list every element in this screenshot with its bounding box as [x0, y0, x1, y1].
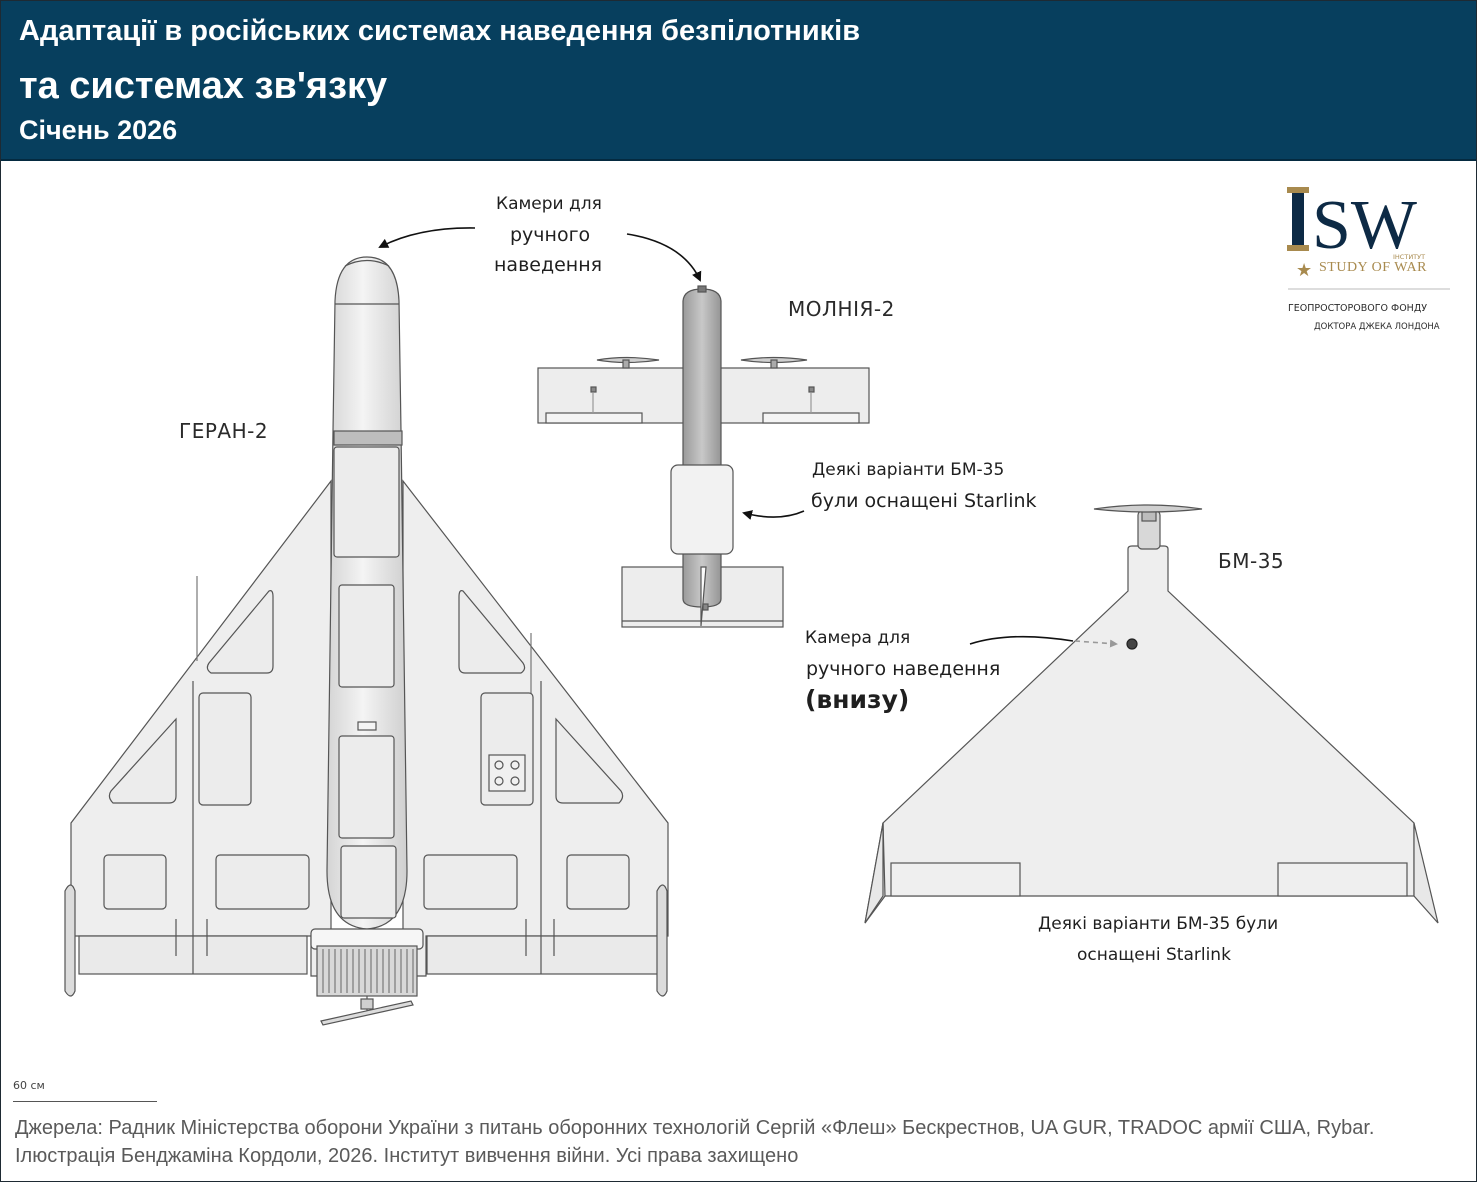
- label-bm-35: БМ-35: [1218, 549, 1285, 573]
- bm35-wing: [882, 545, 1415, 897]
- camera-caption-line-3: (внизу): [805, 685, 910, 714]
- cameras-caption-line-1: Камери для: [496, 194, 602, 214]
- title-line-2: та системах зв'язку: [19, 65, 388, 107]
- molniya-2-drone: [537, 285, 870, 628]
- scale-bar: [13, 1101, 157, 1102]
- title-line-1: Адаптації в російських системах наведенн…: [19, 15, 861, 47]
- isw-fund-line-2: ДОКТОРА ДЖЕКА ЛОНДОНА: [1314, 322, 1440, 332]
- starlink-caption-line-2: були оснащені Starlink: [811, 490, 1037, 512]
- isw-study-of-war: STUDY OF WAR: [1319, 260, 1427, 275]
- bottom-starlink-line-1: Деякі варіанти БМ-35 були: [1038, 914, 1279, 934]
- arrow-to-molniya-camera: [626, 233, 702, 282]
- cameras-caption-line-2: ручного: [510, 224, 591, 246]
- star-icon: ★: [1296, 260, 1312, 281]
- annotation-arrows: [378, 227, 1118, 648]
- label-geran-2: ГЕРАН-2: [179, 419, 269, 443]
- isw-institute-small: ІНСТИТУТ: [1393, 253, 1426, 261]
- subtitle-date: Січень 2026: [19, 115, 178, 145]
- isw-logo: SW ★: [1287, 187, 1450, 290]
- label-molniya-2: МОЛНІЯ-2: [788, 297, 895, 321]
- starlink-caption-line-1: Деякі варіанти БМ-35: [812, 460, 1005, 480]
- geran-2-drone: [64, 256, 669, 1026]
- isw-mark-sw: SW: [1312, 187, 1417, 264]
- bm35-camera: [1126, 638, 1138, 650]
- arrow-to-molniya-starlink: [742, 510, 805, 520]
- isw-fund-line-1: ГЕОПРОСТОРОВОГО ФОНДУ: [1288, 303, 1428, 314]
- bm-35-drone: [864, 504, 1439, 924]
- arrow-to-bm35-camera: [969, 635, 1074, 645]
- camera-caption-line-2: ручного наведення: [806, 658, 1001, 680]
- header-banner: Адаптації в російських системах наведенн…: [1, 1, 1476, 161]
- molniya-fuselage: [682, 288, 722, 608]
- scale-label: 60 см: [13, 1079, 45, 1092]
- camera-caption-line-1: Камера для: [805, 628, 911, 648]
- arrow-to-geran-camera: [378, 227, 476, 248]
- bottom-starlink-line-2: оснащені Starlink: [1077, 945, 1231, 965]
- cameras-caption-line-3: наведення: [494, 254, 603, 276]
- sources-footer: Джерела: Радник Міністерства оборони Укр…: [15, 1117, 1375, 1167]
